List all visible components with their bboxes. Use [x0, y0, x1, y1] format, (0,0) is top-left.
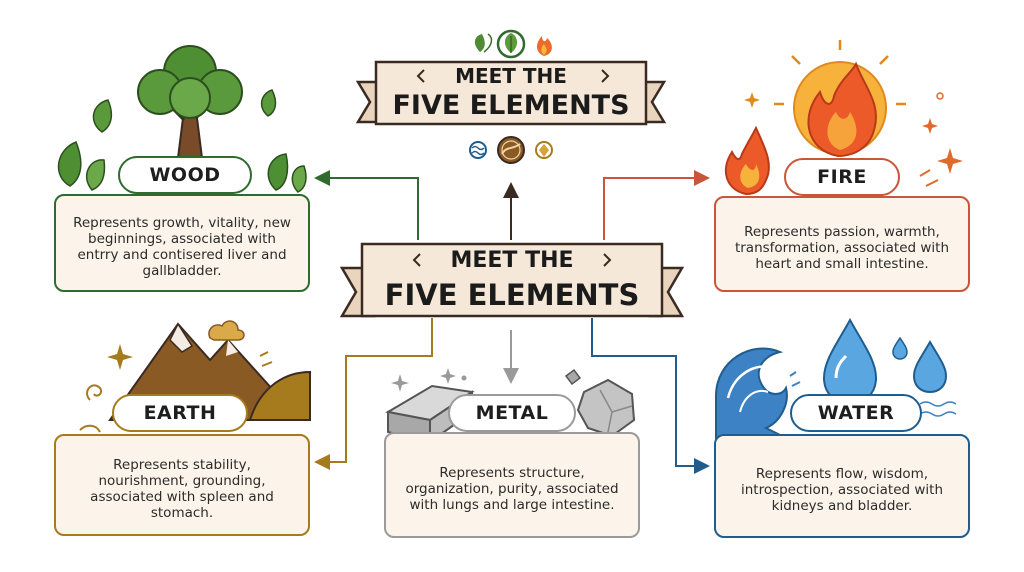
leaf-icon: [57, 89, 307, 193]
earth-description: Represents stability, nourishment, groun…: [90, 457, 274, 521]
wood-description-box: Represents growth, vitality, new beginni…: [54, 194, 310, 292]
fire-description: Represents passion, warmth, transformati…: [734, 224, 950, 272]
wood-description: Represents growth, vitality, new beginni…: [73, 215, 291, 279]
water-label: WATER: [790, 394, 922, 432]
stone-icon: [564, 368, 636, 438]
water-symbol-icon: [469, 141, 487, 159]
banner-ribbon: [355, 60, 667, 126]
earth-label: EARTH: [112, 394, 248, 432]
arrow-to-wood: [314, 170, 419, 240]
top-title-line1: MEET THE: [455, 64, 567, 88]
sparkle-icon: [744, 92, 963, 187]
center-title-line1: MEET THE: [450, 248, 574, 273]
flame-small-icon: [724, 125, 770, 196]
metal-description-box: Represents structure, organization, puri…: [384, 432, 640, 538]
flame-small-icon: [537, 36, 552, 56]
water-description-box: Represents flow, wisdom, introspection, …: [714, 434, 970, 538]
water-description: Represents flow, wisdom, introspection, …: [740, 466, 944, 514]
leaf-in-circle-icon: [496, 29, 526, 59]
sparkle-icon: [107, 344, 273, 370]
earth-symbol-icon: [497, 136, 525, 164]
arrow-to-earth: [314, 318, 433, 470]
water-drop-icon: [822, 317, 948, 406]
wave-icon: [715, 347, 791, 441]
top-title-banner: MEET THE FIVE ELEMENTS: [352, 58, 670, 132]
top-title-line2: FIVE ELEMENTS: [392, 90, 630, 121]
center-title-banner: MEET THE FIVE ELEMENTS: [336, 240, 688, 326]
earth-description-box: Represents stability, nourishment, groun…: [54, 434, 310, 536]
tree-icon: [137, 45, 243, 159]
arrow-to-fire: [603, 170, 710, 240]
metal-label: METAL: [448, 394, 576, 432]
leaf-icon: [474, 33, 493, 53]
ripple-icon: [789, 371, 957, 417]
spiral-icon: [79, 384, 103, 433]
fire-label: FIRE: [784, 158, 900, 196]
flame-icon: [807, 61, 877, 158]
arrow-to-water: [591, 318, 710, 474]
metal-description: Represents structure, organization, puri…: [405, 465, 619, 513]
center-title-line2: FIVE ELEMENTS: [384, 278, 640, 312]
fire-description-box: Represents passion, warmth, transformati…: [714, 196, 970, 292]
wood-label: WOOD: [118, 156, 252, 194]
metal-symbol-icon: [535, 141, 553, 159]
sparkle-icon: [391, 368, 467, 392]
cloud-icon: [208, 320, 245, 341]
banner-ribbon: [339, 242, 685, 318]
